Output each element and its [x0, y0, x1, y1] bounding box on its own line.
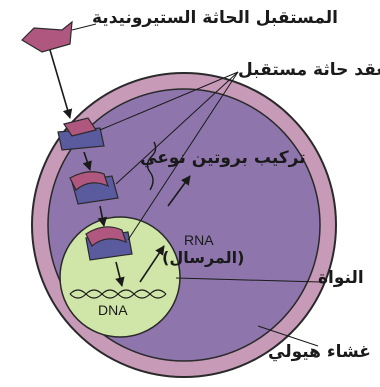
label-steroid-hormone: المستقبل الحاثة الستيرونيدية [92, 8, 338, 28]
steroid-hormone-shape [22, 22, 72, 52]
arrow-hormone-entry [50, 50, 70, 118]
label-cell-membrane: غشاء هيولي [268, 342, 371, 362]
receptor-complex-2 [70, 172, 118, 204]
label-specific-protein-synthesis: تركيب بروتين نوعي [140, 148, 306, 168]
label-rna: RNA [184, 232, 214, 248]
label-messenger: (المرسال) [162, 248, 244, 267]
label-nucleus: النواة [318, 268, 364, 288]
label-hormone-receptor-complex: معقد حاثة مستقبل [238, 60, 380, 80]
label-dna: DNA [98, 302, 128, 318]
